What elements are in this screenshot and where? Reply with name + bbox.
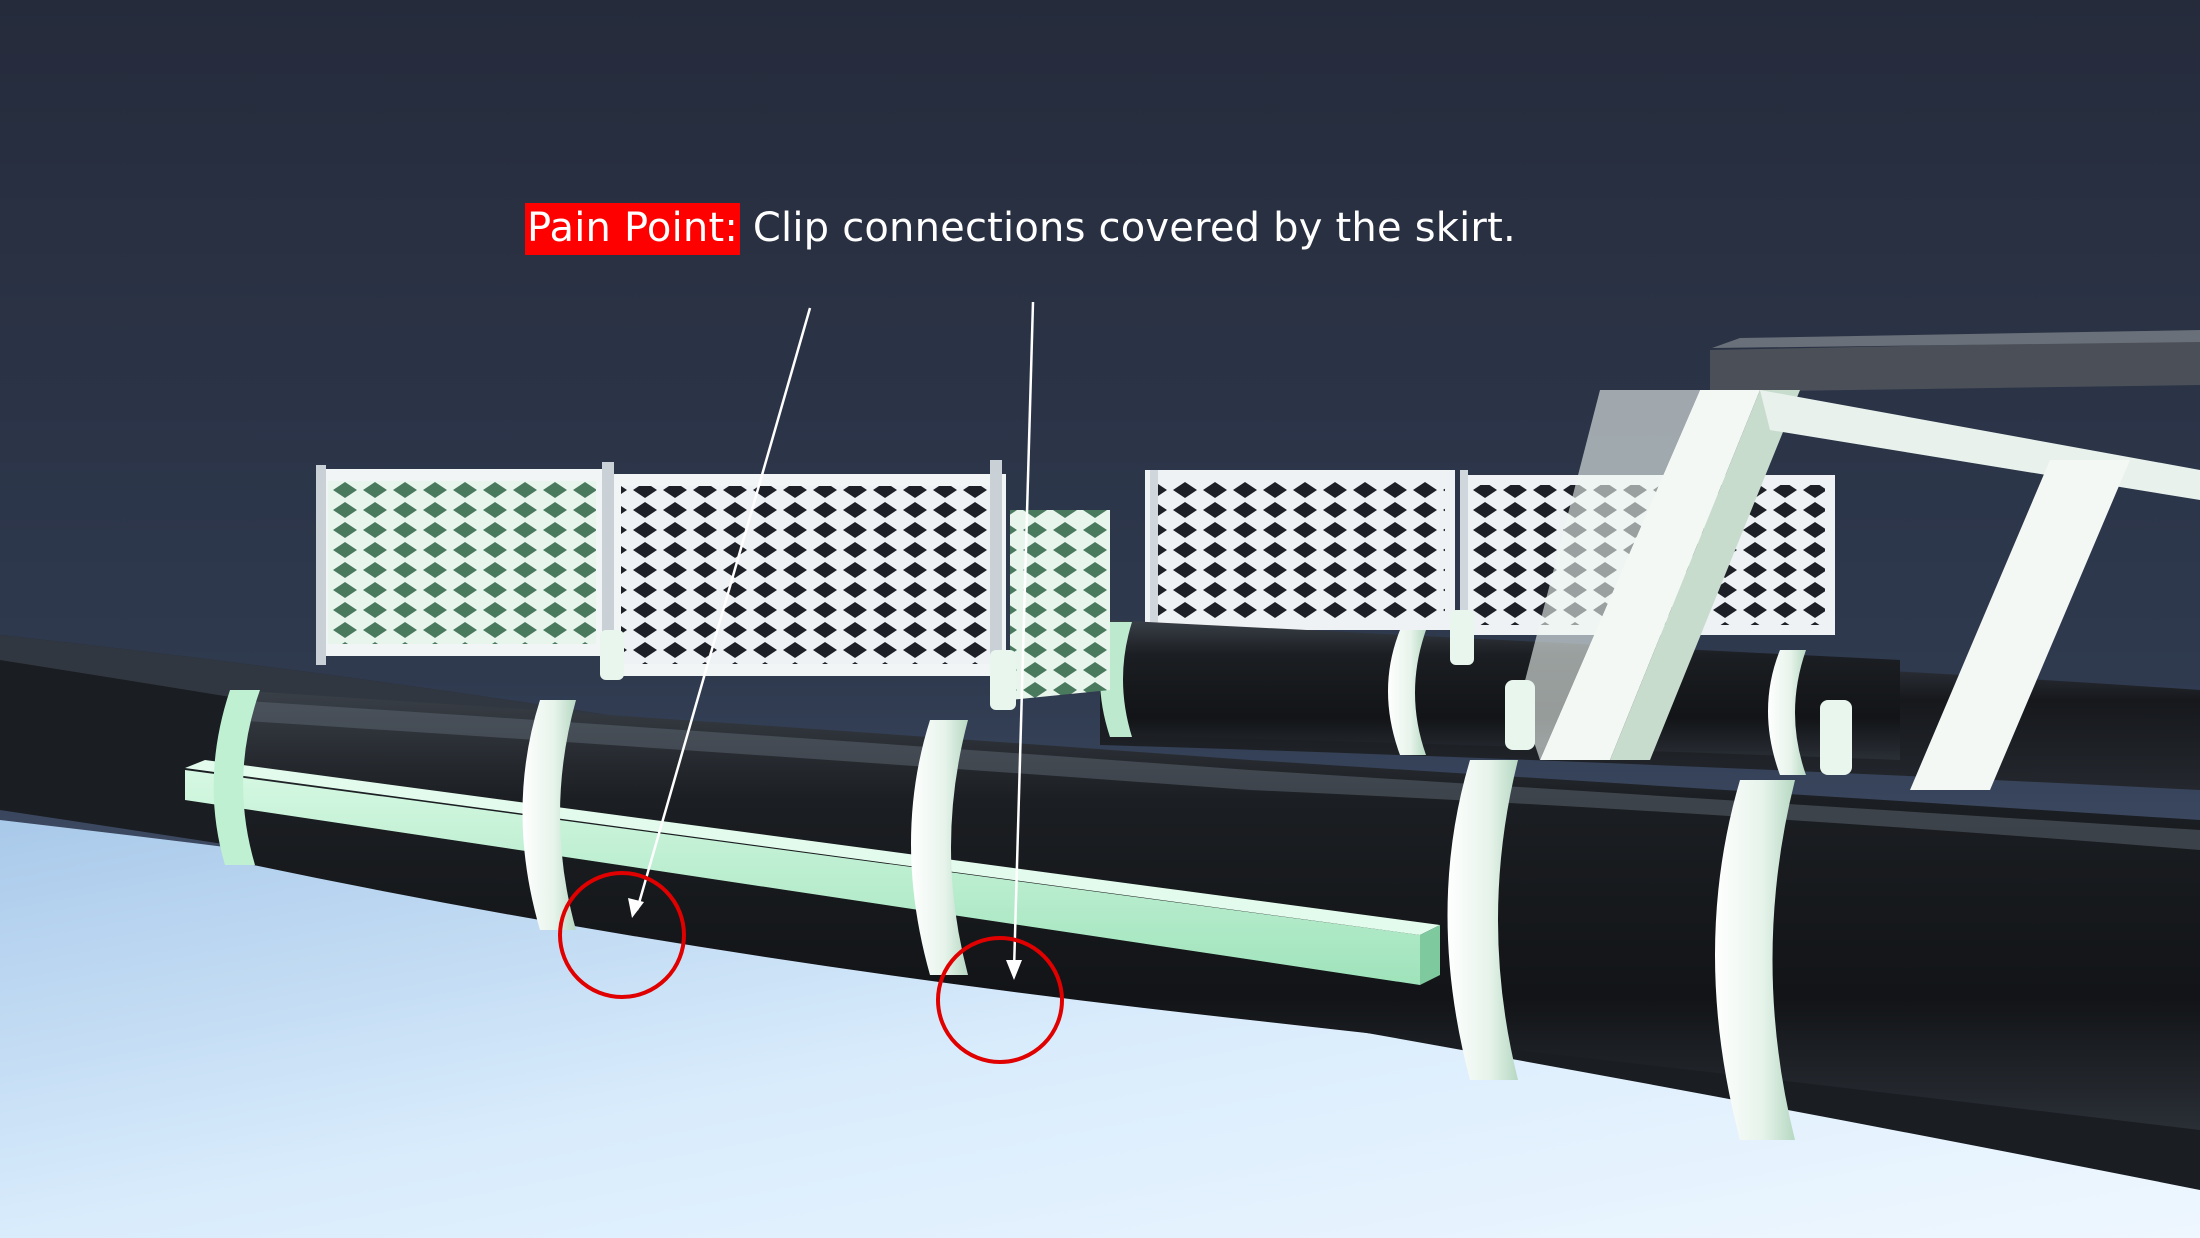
front-mesh-panels [316, 460, 1110, 700]
red-circle-icon [558, 871, 686, 999]
arrow-down-icon [628, 898, 644, 918]
frame-structure [1520, 330, 2200, 790]
arrow-line-right [1012, 301, 1035, 971]
pain-point-text: Clip connections covered by the skirt. [740, 205, 1516, 251]
pain-point-label: Pain Point: [525, 203, 741, 255]
arrow-line-left [635, 307, 812, 911]
callout-arrows [635, 301, 1035, 971]
red-circle-icon [936, 936, 1064, 1064]
front-clamps [213, 690, 1795, 1140]
clamp-tabs [600, 610, 1852, 775]
callout-markers [558, 871, 1064, 1064]
pain-point-caption: Pain Point: Clip connections covered by … [525, 200, 1516, 256]
arrow-down-icon [1006, 960, 1022, 980]
skirt-rail [185, 760, 1440, 985]
